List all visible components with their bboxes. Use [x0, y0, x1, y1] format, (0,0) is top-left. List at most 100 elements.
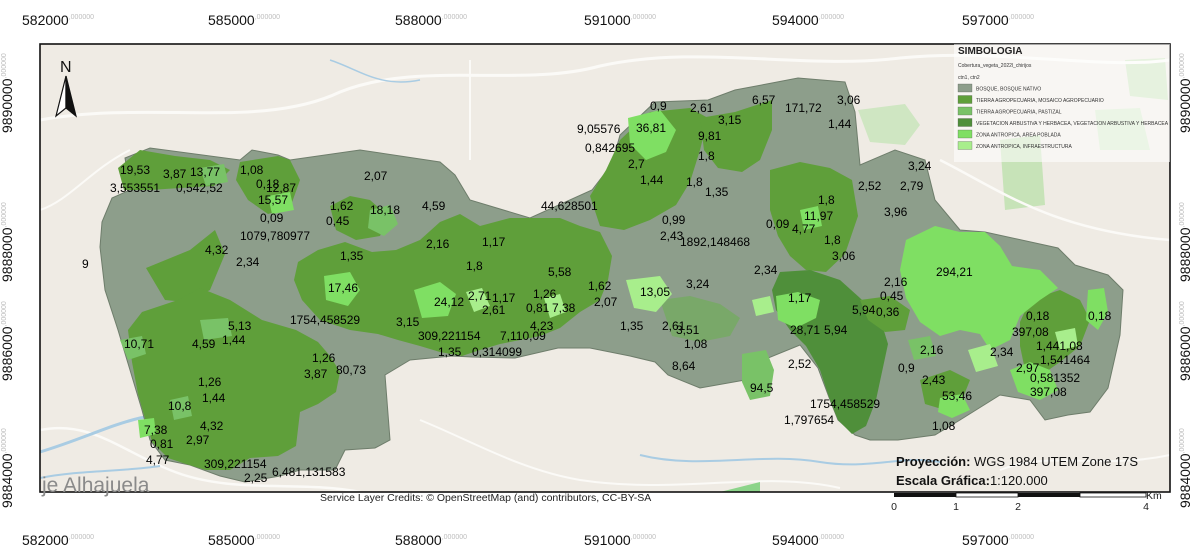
scale-text: Escala Gráfica:1:120.000 — [896, 473, 1048, 488]
coordinate-value: 594000 — [772, 12, 819, 28]
polygon-value-label: 15,57 — [258, 193, 288, 207]
place-label: je Alhajuela — [41, 474, 150, 497]
coordinate-decimals: ,000000 — [1, 428, 8, 453]
polygon-value-label: 19,53 — [120, 163, 150, 177]
polygon-value-label: 0,842695 — [585, 141, 635, 155]
coordinate-decimals: ,000000 — [819, 14, 844, 21]
polygon-value-label: 10,71 — [124, 337, 154, 351]
polygon-value-label: 1,8 — [818, 193, 835, 207]
polygon-value-label: 7,38 — [552, 301, 576, 315]
legend-item-label: BOSQUE, BOSQUE NATIVO — [976, 87, 1041, 93]
polygon-value-label: 1,44 — [640, 173, 664, 187]
polygon-value-label: 18,18 — [370, 203, 400, 217]
polygon-value-label: 0,18 — [1088, 309, 1112, 323]
coordinate-label: 9890000,000000 — [1177, 53, 1193, 133]
polygon-value-label: 1079,780977 — [240, 229, 310, 243]
polygon-value-label: 1892,148468 — [680, 235, 750, 249]
coordinate-value: 588000 — [395, 532, 442, 548]
polygon-value-label: 2,52 — [858, 179, 882, 193]
polygon-value-label: 2,25 — [244, 471, 268, 485]
polygon-value-label: 2,07 — [364, 169, 388, 183]
coordinate-label: 9888000,000000 — [0, 202, 15, 282]
scale-value: 1:120.000 — [990, 473, 1048, 488]
polygon-value-label: 13,77 — [190, 165, 220, 179]
polygon-value-label: 1,35 — [340, 249, 364, 263]
polygon-value-label: 1,8 — [824, 233, 841, 247]
coordinate-label: 582000,000000 — [22, 12, 94, 28]
polygon-value-label: 6,481,131583 — [272, 465, 346, 479]
legend-item-label: TIERRA AGROPECUARIA, PASTIZAL — [976, 110, 1062, 116]
polygon-value-label: 4,32 — [205, 243, 229, 257]
polygon-value-label: 9 — [82, 257, 89, 271]
coordinate-value: 591000 — [584, 12, 631, 28]
polygon-value-label: 4,77 — [792, 222, 816, 236]
legend-item-label: VEGETACION ARBUSTIVA Y HERBACEA, VEGETAC… — [976, 121, 1169, 127]
polygon-value-label: 1,17 — [482, 235, 506, 249]
coordinate-label: 594000,000000 — [772, 532, 844, 548]
polygon-value-label: 4,32 — [200, 419, 224, 433]
coordinate-label: 597000,000000 — [962, 12, 1034, 28]
polygon-value-label: 24,12 — [434, 295, 464, 309]
polygon-value-label: 0,18 — [1026, 309, 1050, 323]
coordinate-decimals: ,000000 — [255, 534, 280, 541]
polygon-value-label: 1,541464 — [1040, 353, 1090, 367]
polygon-value-label: 2,16 — [920, 343, 944, 357]
polygon-value-label: 3,24 — [908, 159, 932, 173]
polygon-value-label: 0,45 — [880, 289, 904, 303]
coordinate-decimals: ,000000 — [1, 202, 8, 227]
polygon-value-label: 1,08 — [240, 163, 264, 177]
polygon-value-label: 2,61 — [690, 101, 714, 115]
coordinate-label: 9886000,000000 — [0, 301, 15, 381]
service-credits: Service Layer Credits: © OpenStreetMap (… — [320, 492, 651, 504]
polygon-value-label: 2,34 — [990, 345, 1014, 359]
polygon-value-label: 3,06 — [832, 249, 856, 263]
polygon-value-label: 4,23 — [530, 319, 554, 333]
coordinate-decimals: ,000000 — [442, 14, 467, 21]
polygon-value-label: 0,9 — [650, 99, 667, 113]
scale-tick-1: 1 — [953, 501, 959, 513]
coordinate-decimals: ,000000 — [631, 14, 656, 21]
polygon-value-label: 44,628501 — [541, 199, 598, 213]
coordinate-label: 582000,000000 — [22, 532, 94, 548]
polygon-value-label: 397,08 — [1012, 325, 1049, 339]
coordinate-value: 588000 — [395, 12, 442, 28]
polygon-value-label: 2,43 — [922, 373, 946, 387]
polygon-value-label: 4,77 — [146, 453, 170, 467]
polygon-value-label: 2,97 — [186, 433, 210, 447]
legend: SIMBOLOGIA Cobertura_vegeta_2022l_chirij… — [954, 44, 1170, 162]
polygon-value-label: 4,59 — [192, 337, 216, 351]
scale-tick-0: 0 — [891, 501, 897, 513]
coordinate-decimals: ,000000 — [631, 534, 656, 541]
legend-swatch — [957, 118, 973, 127]
polygon-value-label: 1,44 — [202, 391, 226, 405]
coordinate-label: 588000,000000 — [395, 12, 467, 28]
polygon-value-label: 309,221154 — [418, 329, 481, 343]
polygon-value-label: 1,797654 — [784, 413, 834, 427]
polygon-value-label: 1,08 — [684, 337, 708, 351]
polygon-value-label: 5,13 — [228, 319, 252, 333]
coordinate-decimals: ,000000 — [1009, 14, 1034, 21]
polygon-value-label: 3,51 — [676, 323, 700, 337]
legend-box — [954, 44, 1170, 162]
coordinate-decimals: ,000000 — [69, 534, 94, 541]
legend-swatch — [957, 83, 973, 93]
coordinate-label: 591000,000000 — [584, 532, 656, 548]
polygon-value-label: 2,79 — [900, 179, 924, 193]
polygon-value-label: 1,44 — [828, 117, 852, 131]
polygon-value-label: 1754,458529 — [290, 313, 360, 327]
map-info: Proyección: WGS 1984 UTEM Zone 17S Escal… — [896, 454, 1138, 488]
polygon-value-label: 2,07 — [594, 295, 618, 309]
polygon-value-label: 0,36 — [876, 305, 900, 319]
polygon-value-label: 0,99 — [662, 213, 686, 227]
polygon-value-label: 0,09 — [766, 217, 790, 231]
scale-tick-2: 2 — [1015, 501, 1021, 513]
polygon-value-label: 1,26 — [198, 375, 222, 389]
polygon-value-label: 6,57 — [752, 93, 776, 107]
polygon-value-label: 10,8 — [168, 399, 192, 413]
coordinate-value: 9884000 — [1177, 453, 1193, 508]
coordinate-value: 591000 — [584, 532, 631, 548]
polygon-value-label: 0,18 — [256, 177, 280, 191]
polygon-value-label: 397,08 — [1030, 385, 1067, 399]
